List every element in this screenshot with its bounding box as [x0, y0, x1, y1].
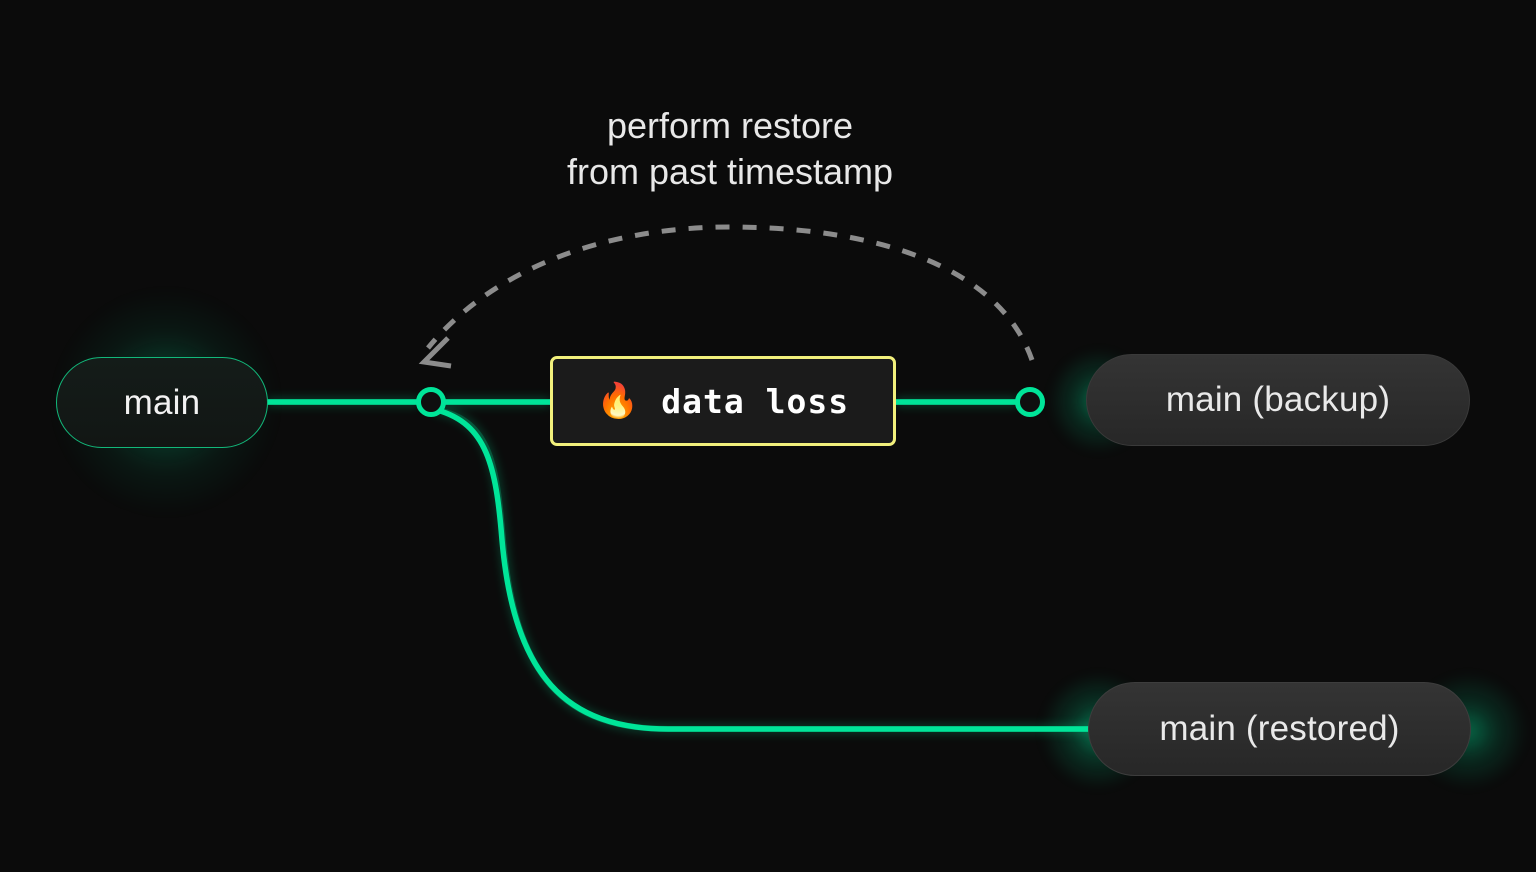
restore-caption: perform restore from past timestamp [0, 103, 1460, 195]
node-main-label: main [123, 382, 201, 422]
edge-branch-to-restored [434, 407, 1091, 732]
data-loss-label: data loss [661, 381, 850, 421]
branch-node-right[interactable] [1015, 387, 1045, 417]
restore-arc [426, 224, 1035, 361]
restore-arrow-head-icon [418, 336, 452, 369]
node-main-restored-label: main (restored) [1159, 709, 1400, 748]
restore-caption-line2: from past timestamp [566, 151, 894, 192]
node-main-backup[interactable]: main (backup) [1086, 354, 1470, 446]
restore-caption-line1: perform restore [606, 105, 854, 146]
edge-glow-group [268, 399, 1091, 732]
node-main[interactable]: main [56, 357, 268, 448]
node-main-backup-label: main (backup) [1165, 380, 1391, 419]
fire-icon: 🔥 [596, 382, 640, 420]
node-main-restored[interactable]: main (restored) [1088, 682, 1471, 776]
branch-node-left[interactable] [416, 387, 446, 417]
data-loss-badge[interactable]: 🔥 data loss [550, 356, 896, 446]
